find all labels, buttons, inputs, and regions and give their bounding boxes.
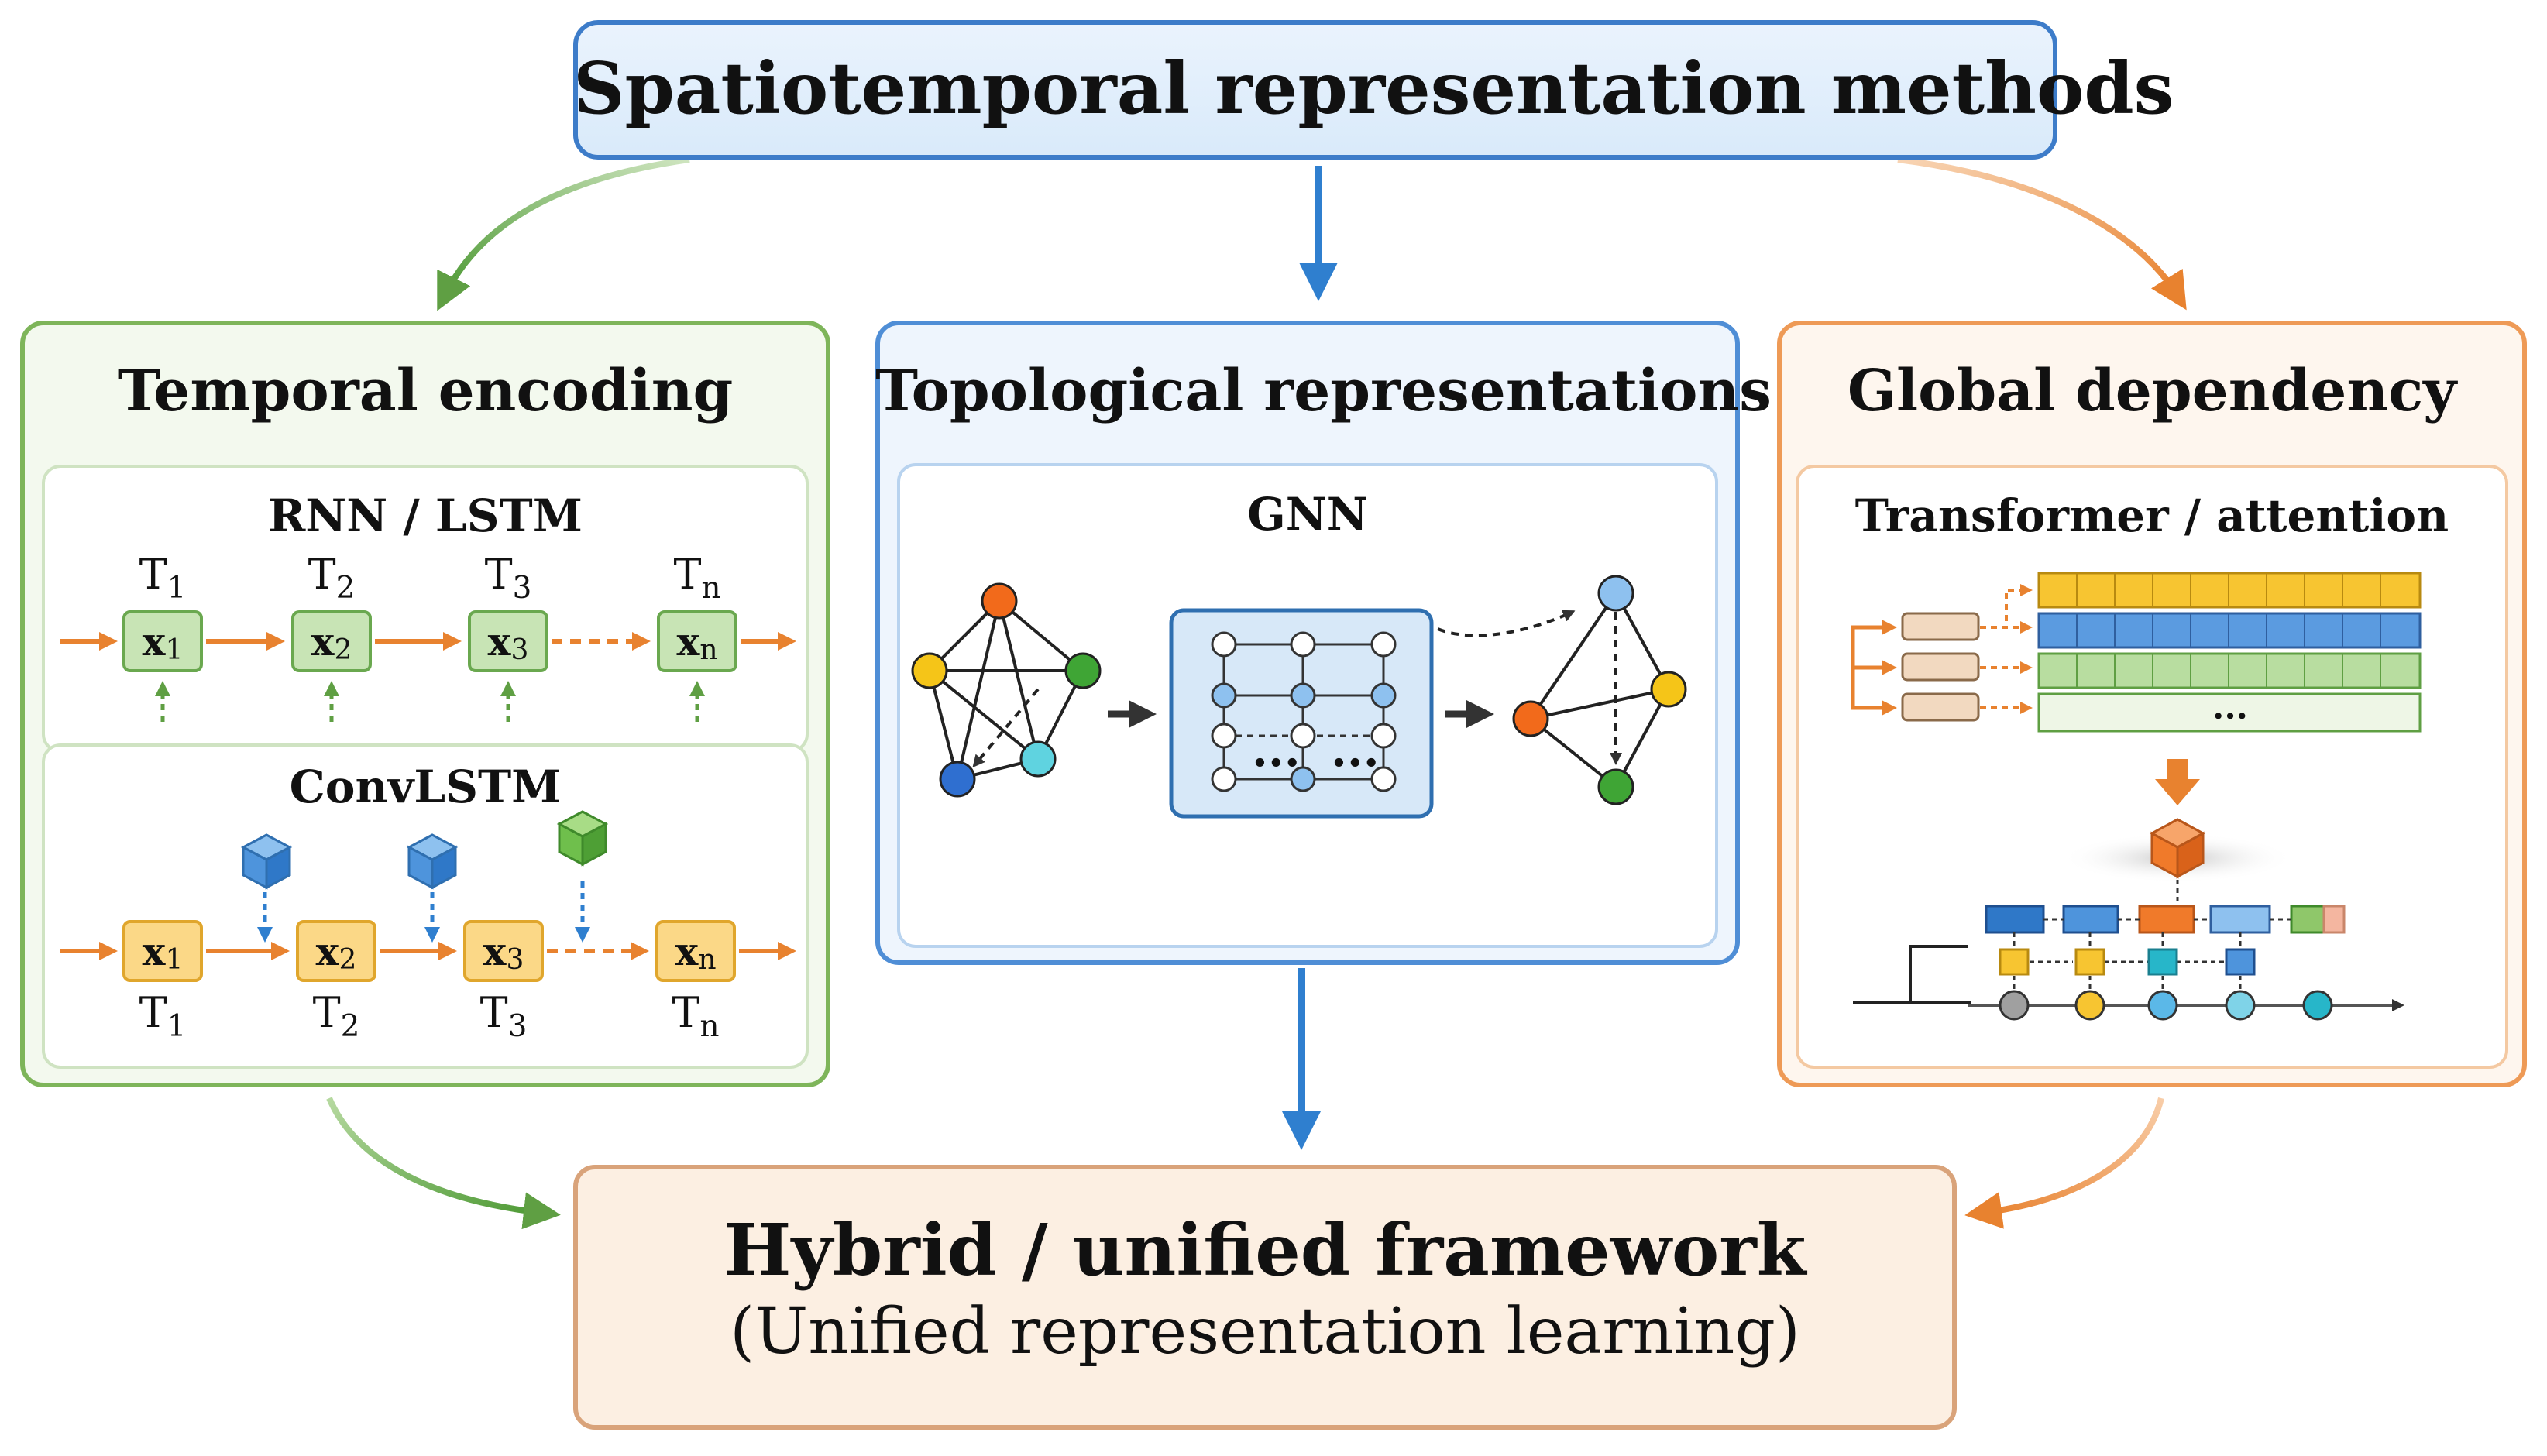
convlstm-panel [42,743,809,1069]
convlstm-time-label-1: T1 [139,988,187,1045]
gnn-output-graph [1437,575,1687,805]
rnn-time-label-1: T1 [139,550,187,606]
rnn-input-arrows [155,681,705,722]
attention-ellipsis: ... [2212,688,2248,727]
gnn-title: GNN [1247,488,1368,541]
convlstm-title: ConvLSTM [289,761,562,813]
convlstm-cube-icon-2 [406,833,459,890]
global-dependency-title: Global dependency [1847,358,2457,424]
connector-global-to-bottom [1964,1097,2164,1229]
convlstm-time-label-3: T3 [479,988,528,1045]
gnn-input-graph [911,582,1102,798]
hybrid-framework-title: Hybrid / unified framework [724,1208,1806,1292]
convlstm-time-label-n: Tn [672,988,720,1045]
connector-temporal-to-bottom [326,1097,561,1230]
rnn-lstm-title: RNN / LSTM [268,489,583,542]
convlstm-state-arrows [257,881,590,943]
attention-cube-icon [2149,818,2206,879]
convlstm-cube-icon-1 [240,833,293,890]
temporal-encoding-title: Temporal encoding [117,358,734,424]
hybrid-framework-box [573,1165,1957,1430]
convlstm-cube-icon-3 [556,810,609,867]
attention-output-sequence [1853,880,2404,1021]
connector-top-to-global [1897,156,2187,311]
rnn-lstm-panel [42,465,809,753]
gnn-ellipsis-2: ... [1331,723,1380,778]
attention-input-arrows [1851,620,1897,716]
methods-header-box [573,20,2057,160]
attention-head-bars [2037,572,2422,733]
connector-top-to-temporal [437,156,690,311]
transformer-attention-title: Transformer / attention [1854,489,2449,542]
rnn-time-label-2: T2 [308,550,356,606]
attention-head-arrows [1980,584,2033,714]
hybrid-framework-subtitle: (Unified representation learning) [730,1295,1800,1368]
rnn-time-label-n: Tn [673,550,721,606]
gnn-ellipsis: ... [1252,723,1301,778]
gnn-layer-grid [1169,608,1434,819]
attention-input-tokens [1901,612,1980,722]
attention-down-arrow [2155,759,2200,805]
topological-representations-title: Topological representations [875,358,1772,424]
methods-title: Spatiotemporal representation methods [573,46,2174,130]
convlstm-time-label-2: T2 [312,988,360,1045]
rnn-time-label-3: T3 [484,550,532,606]
